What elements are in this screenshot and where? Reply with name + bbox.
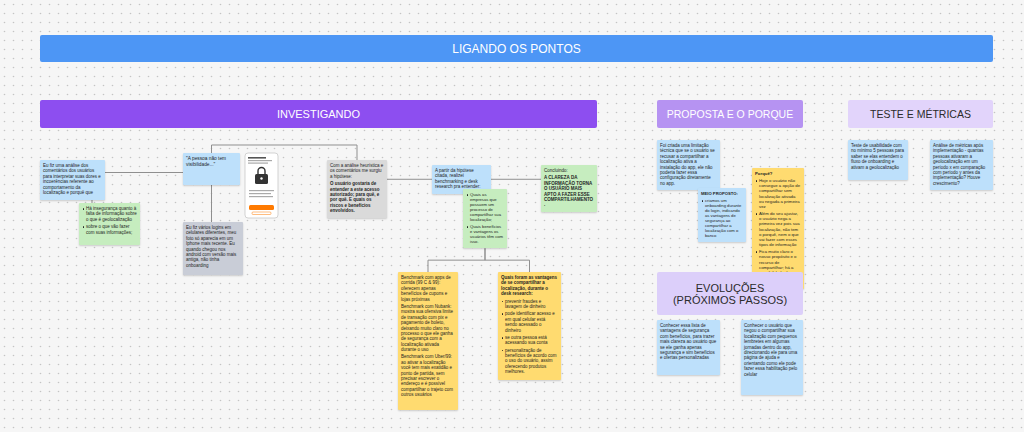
note-text: Hoje o usuário não consegue a opção de c… (755, 178, 801, 209)
sticky-note: Foi criada uma limitação técnica que se … (657, 140, 720, 190)
connector (485, 248, 530, 272)
note-text: Eu fiz uma análise dos comentários dos u… (43, 163, 102, 195)
note-text: Benchmark com Uber/99: ao ativar a local… (401, 354, 455, 397)
note-text: Teste de usabilidade com no mínimo 5 pes… (851, 143, 905, 170)
sticky-note: Quais as empresas que possuem um process… (463, 189, 507, 248)
note-text: O usuário gostaria de entender a este ac… (330, 181, 384, 213)
sticky-note: Concluindo: A CLAREZA DA INFORMAÇÃO TORNA… (541, 165, 597, 212)
note-text: MEIO PROPOSTO: (701, 191, 743, 196)
phone-mockup (245, 153, 278, 218)
note-text: Porquê? (755, 171, 801, 176)
sticky-note: Conhecer o usuário que negou o compartil… (741, 320, 803, 395)
note-text: Conhecer o usuário que negou o compartil… (744, 323, 800, 377)
header-text: LIGANDO OS PONTOS (452, 42, 580, 56)
sticky-note: Eu fiz vários logins em celulares difere… (183, 222, 243, 275)
header-text: EVOLUÇÕES (PRÓXIMOS PASSOS) (663, 282, 797, 306)
note-text: Quais benefícios e vantagens os usuários… (466, 224, 504, 244)
note-text: Concluindo: (544, 168, 594, 173)
note-text: Benchmark com apps de corrida (99 C & 99… (401, 275, 455, 302)
sticky-note: "A pessoa não tem visibilidade..." (183, 153, 240, 185)
section-header: PROPOSTA E O PORQUE (657, 100, 803, 128)
note-text: Além do seu ajustar, o usuário nega a pr… (755, 211, 801, 247)
connector (387, 179, 432, 180)
header-text: TESTE E MÉTRICAS (870, 108, 971, 120)
note-text: criamos um onboarding durante do login, … (701, 198, 743, 238)
connector (105, 172, 183, 173)
connector (491, 179, 541, 180)
note-text: A CLAREZA DA INFORMAÇÃO TORNA O USUÁRIO … (544, 175, 594, 207)
sticky-note: MEIO PROPOSTO: criamos um onboarding dura… (698, 188, 746, 242)
header-text: INVESTIGANDO (277, 108, 360, 120)
section-header: TESTE E MÉTRICAS (848, 100, 993, 128)
sticky-note: Há insegurança quanto à falta de informa… (79, 203, 140, 245)
connector (428, 248, 485, 272)
connector (211, 185, 212, 222)
sticky-note: Benchmark com apps de corrida (99 C & 99… (398, 272, 458, 410)
note-text: personalização de benefícios de acordo c… (501, 348, 558, 375)
sticky-note: Eu fiz uma análise dos comentários dos u… (40, 160, 105, 200)
note-text: prevenir fraudes e lavagem de dinheiro (501, 299, 558, 310)
note-text: Quais foram as vantagens de se compartil… (501, 275, 558, 297)
sticky-note: Quais foram as vantagens de se compartil… (498, 272, 561, 380)
note-text: A partir da hipótese citada, realizei be… (435, 168, 488, 190)
sticky-note: Com a análise heurística e os comentário… (327, 160, 387, 218)
note-text: Benchmark com Nubank: mostra sua ofensiv… (401, 304, 455, 353)
note-text: Quais as empresas que possuem um process… (466, 192, 504, 222)
note-text: pode identificar acesso e em qual celula… (501, 311, 558, 333)
sticky-note: Conhecer essa lista de vantagens de segu… (657, 320, 720, 375)
note-text: Há insegurança quanto à falta de informa… (82, 206, 137, 222)
section-header: EVOLUÇÕES (PRÓXIMOS PASSOS) (657, 272, 803, 315)
note-text: Foi criada uma limitação técnica que se … (660, 143, 717, 186)
note-text: "A pessoa não tem visibilidade..." (186, 156, 237, 168)
sticky-note: Análise de métricas após implementação -… (930, 140, 993, 190)
title-bar: LIGANDO OS PONTOS (40, 35, 993, 62)
section-header: INVESTIGANDO (40, 100, 597, 128)
note-text: sobre o que vão fazer com suas informaçõ… (82, 224, 137, 235)
sticky-note: Teste de usabilidade com no mínimo 5 pes… (848, 140, 908, 180)
note-text: se outra pessoa está acessando sua conta (501, 335, 558, 346)
note-text: Conhecer essa lista de vantagens de segu… (660, 323, 717, 361)
note-text: Eu fiz vários logins em celulares difere… (186, 225, 240, 268)
note-text: Análise de métricas após implementação -… (933, 143, 990, 186)
header-text: PROPOSTA E O PORQUE (667, 108, 793, 120)
note-text: Com a análise heurística e os comentário… (330, 163, 384, 179)
